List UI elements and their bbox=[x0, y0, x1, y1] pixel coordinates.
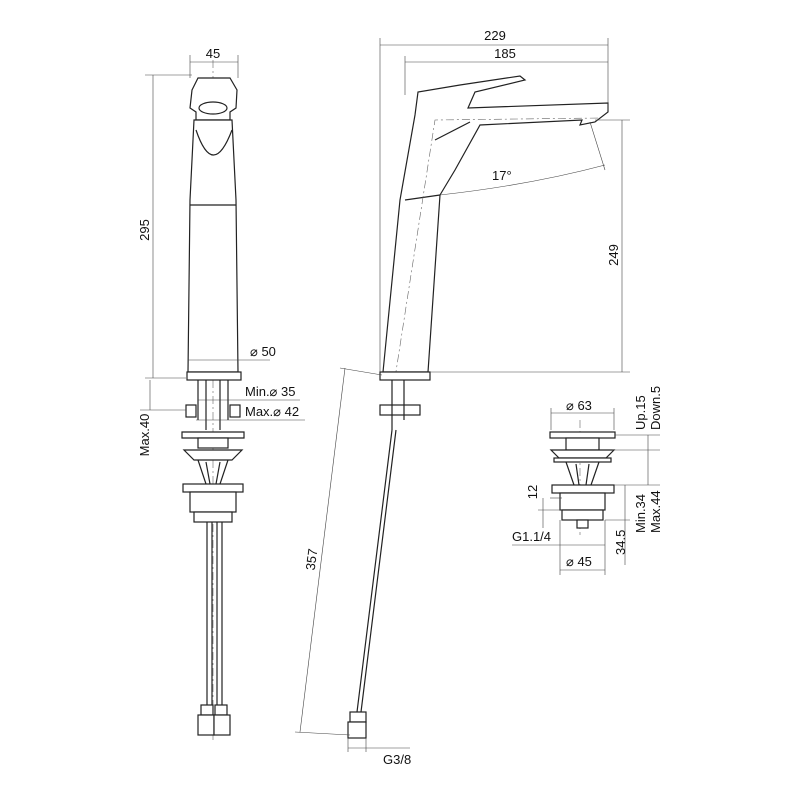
dim-max-hole: Max.⌀ 42 bbox=[245, 404, 299, 419]
dim-thread: G1.1/4 bbox=[512, 529, 551, 544]
dim-spout-height: 249 bbox=[606, 244, 621, 266]
dim-reach-total: 229 bbox=[484, 28, 506, 43]
dim-dia-body: ⌀ 45 bbox=[566, 554, 592, 569]
dim-dia-base: ⌀ 50 bbox=[250, 344, 276, 359]
dim-dia-cap: ⌀ 63 bbox=[566, 398, 592, 413]
dim-hose-thread: G3/8 bbox=[383, 752, 411, 767]
side-view: 229 185 17° 249 357 G3/8 bbox=[294, 28, 630, 767]
dim-angle: 17° bbox=[492, 168, 512, 183]
dim-thread-len: 12 bbox=[525, 485, 540, 499]
dim-min-basin: Min.34 bbox=[633, 494, 648, 533]
dim-travel-up: Up.15 bbox=[633, 395, 648, 430]
front-view: 45 295 ⌀ 50 Min.⌀ 35 Max.⌀ 42 Max.40 bbox=[137, 46, 305, 740]
dim-travel-down: Down.5 bbox=[648, 386, 663, 430]
dim-width-top: 45 bbox=[206, 46, 220, 61]
dim-max-thickness: Max.40 bbox=[137, 414, 152, 457]
dim-reach-spout: 185 bbox=[494, 46, 516, 61]
dim-height-total: 295 bbox=[137, 219, 152, 241]
waste-view: ⌀ 63 Up.15 Down.5 12 G1.1/4 34.5 Min.34 … bbox=[512, 386, 663, 575]
dim-hose-length: 357 bbox=[303, 548, 321, 571]
dim-body-len: 34.5 bbox=[613, 530, 628, 555]
dim-min-hole: Min.⌀ 35 bbox=[245, 384, 295, 399]
dim-max-basin: Max.44 bbox=[648, 490, 663, 533]
